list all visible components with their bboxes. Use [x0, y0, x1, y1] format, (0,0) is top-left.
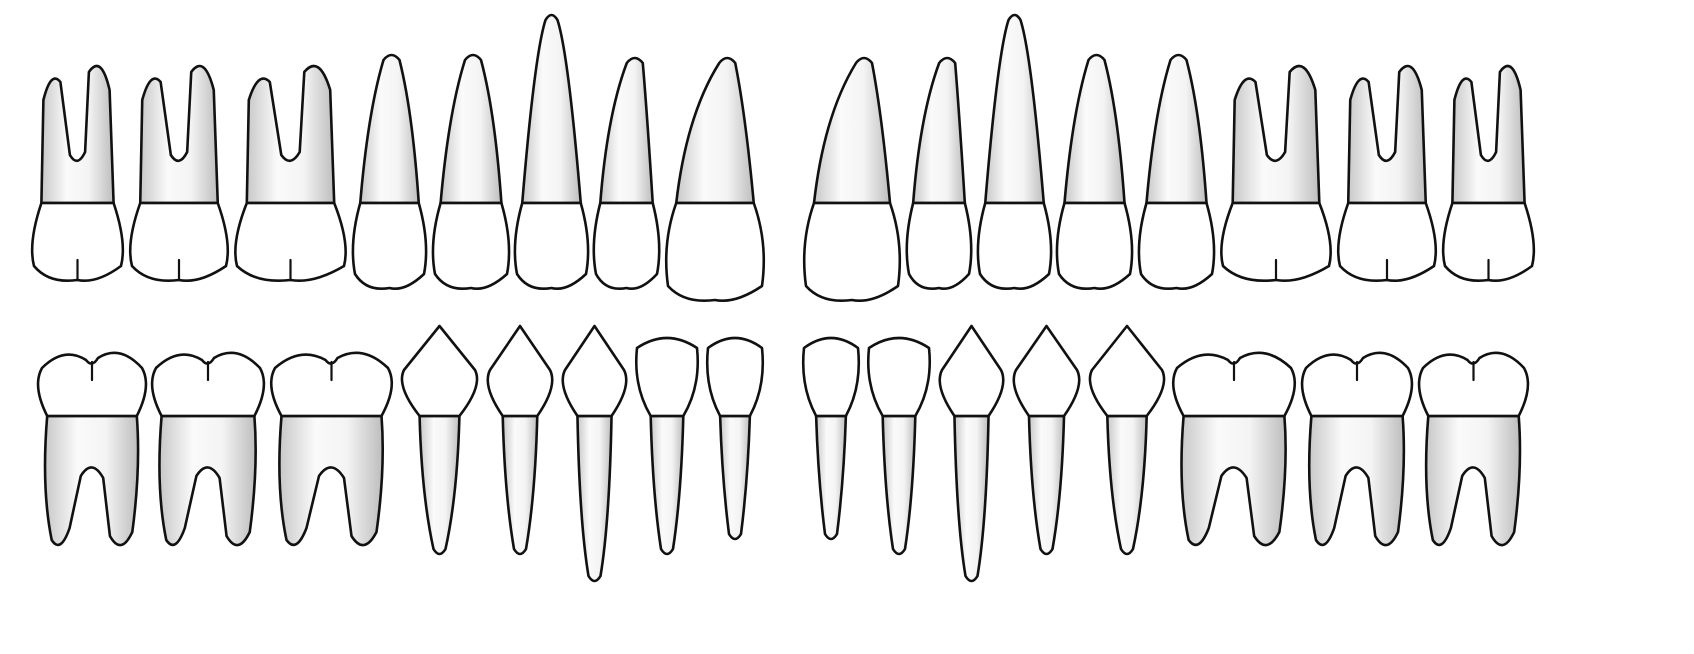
lower-tooth-molar — [1171, 351, 1297, 547]
root — [953, 414, 990, 583]
root — [718, 414, 752, 541]
root — [674, 56, 756, 205]
upper-tooth-premolar — [431, 53, 511, 290]
root — [358, 53, 421, 205]
root — [1346, 64, 1428, 205]
lower-tooth-lateral-incisor — [866, 336, 932, 556]
lower-tooth-molar — [1417, 351, 1530, 547]
upper-tooth-lateral-incisor — [905, 56, 973, 290]
upper-tooth-molar — [30, 64, 125, 282]
lower-tooth-molar — [1300, 351, 1414, 547]
crown — [705, 336, 765, 418]
crown — [351, 201, 428, 290]
root — [40, 64, 115, 205]
upper-tooth-premolar — [1137, 53, 1216, 290]
root — [911, 56, 967, 205]
root — [812, 56, 892, 205]
upper-tooth-premolar — [351, 53, 428, 290]
root — [1106, 414, 1148, 556]
lower-tooth-molar — [269, 351, 394, 547]
root — [1424, 414, 1522, 547]
upper-tooth-molar — [1441, 64, 1536, 282]
root — [1063, 53, 1126, 205]
lower-tooth-premolar — [486, 324, 554, 556]
crown — [431, 201, 511, 290]
crown — [1055, 201, 1134, 290]
upper-tooth-central-incisor — [664, 56, 766, 302]
crown — [938, 324, 1005, 418]
upper-tooth-molar — [1220, 64, 1332, 282]
crown — [801, 336, 861, 418]
root — [158, 414, 257, 547]
lower-tooth-canine — [561, 324, 628, 583]
crown — [1088, 324, 1166, 418]
crown — [592, 201, 661, 290]
root — [881, 414, 917, 556]
upper-tooth-canine — [513, 13, 590, 290]
lower-tooth-molar — [36, 351, 148, 547]
root — [43, 414, 140, 547]
lower-tooth-premolar — [1012, 324, 1081, 556]
crown — [634, 336, 700, 418]
upper-tooth-molar — [234, 64, 347, 282]
lower-arch — [36, 324, 1530, 583]
upper-tooth-molar — [128, 64, 230, 282]
lower-tooth-premolar — [1088, 324, 1166, 556]
crown — [1012, 324, 1081, 418]
root — [278, 414, 385, 547]
lower-tooth-premolar — [400, 324, 479, 556]
root — [245, 64, 336, 205]
lower-tooth-molar — [150, 351, 266, 547]
lower-tooth-lateral-incisor — [634, 336, 700, 556]
lower-tooth-canine — [938, 324, 1005, 583]
crown — [1137, 201, 1216, 290]
root — [418, 414, 461, 556]
lower-tooth-central-incisor — [801, 336, 861, 541]
root — [1307, 414, 1406, 547]
root — [138, 64, 220, 205]
upper-tooth-central-incisor — [802, 56, 902, 302]
upper-tooth-lateral-incisor — [592, 56, 661, 290]
crown — [486, 324, 554, 418]
root — [1180, 414, 1287, 547]
root — [598, 56, 655, 205]
root — [1231, 64, 1321, 205]
crown — [905, 201, 973, 290]
crown — [513, 201, 590, 290]
root — [983, 13, 1046, 205]
root — [1027, 414, 1066, 556]
lower-tooth-central-incisor — [705, 336, 765, 541]
root — [501, 414, 539, 556]
root — [814, 414, 848, 541]
upper-tooth-molar — [1336, 64, 1438, 282]
crown — [400, 324, 479, 418]
root — [576, 414, 613, 583]
root — [520, 13, 583, 205]
upper-arch — [30, 13, 1536, 302]
root — [1145, 53, 1208, 205]
crown — [976, 201, 1053, 290]
crown — [561, 324, 628, 418]
crown — [866, 336, 932, 418]
root — [1451, 64, 1526, 205]
upper-tooth-canine — [976, 13, 1053, 290]
root — [649, 414, 685, 556]
crown — [664, 201, 766, 302]
root — [439, 53, 503, 205]
upper-tooth-premolar — [1055, 53, 1134, 290]
crown — [802, 201, 902, 302]
